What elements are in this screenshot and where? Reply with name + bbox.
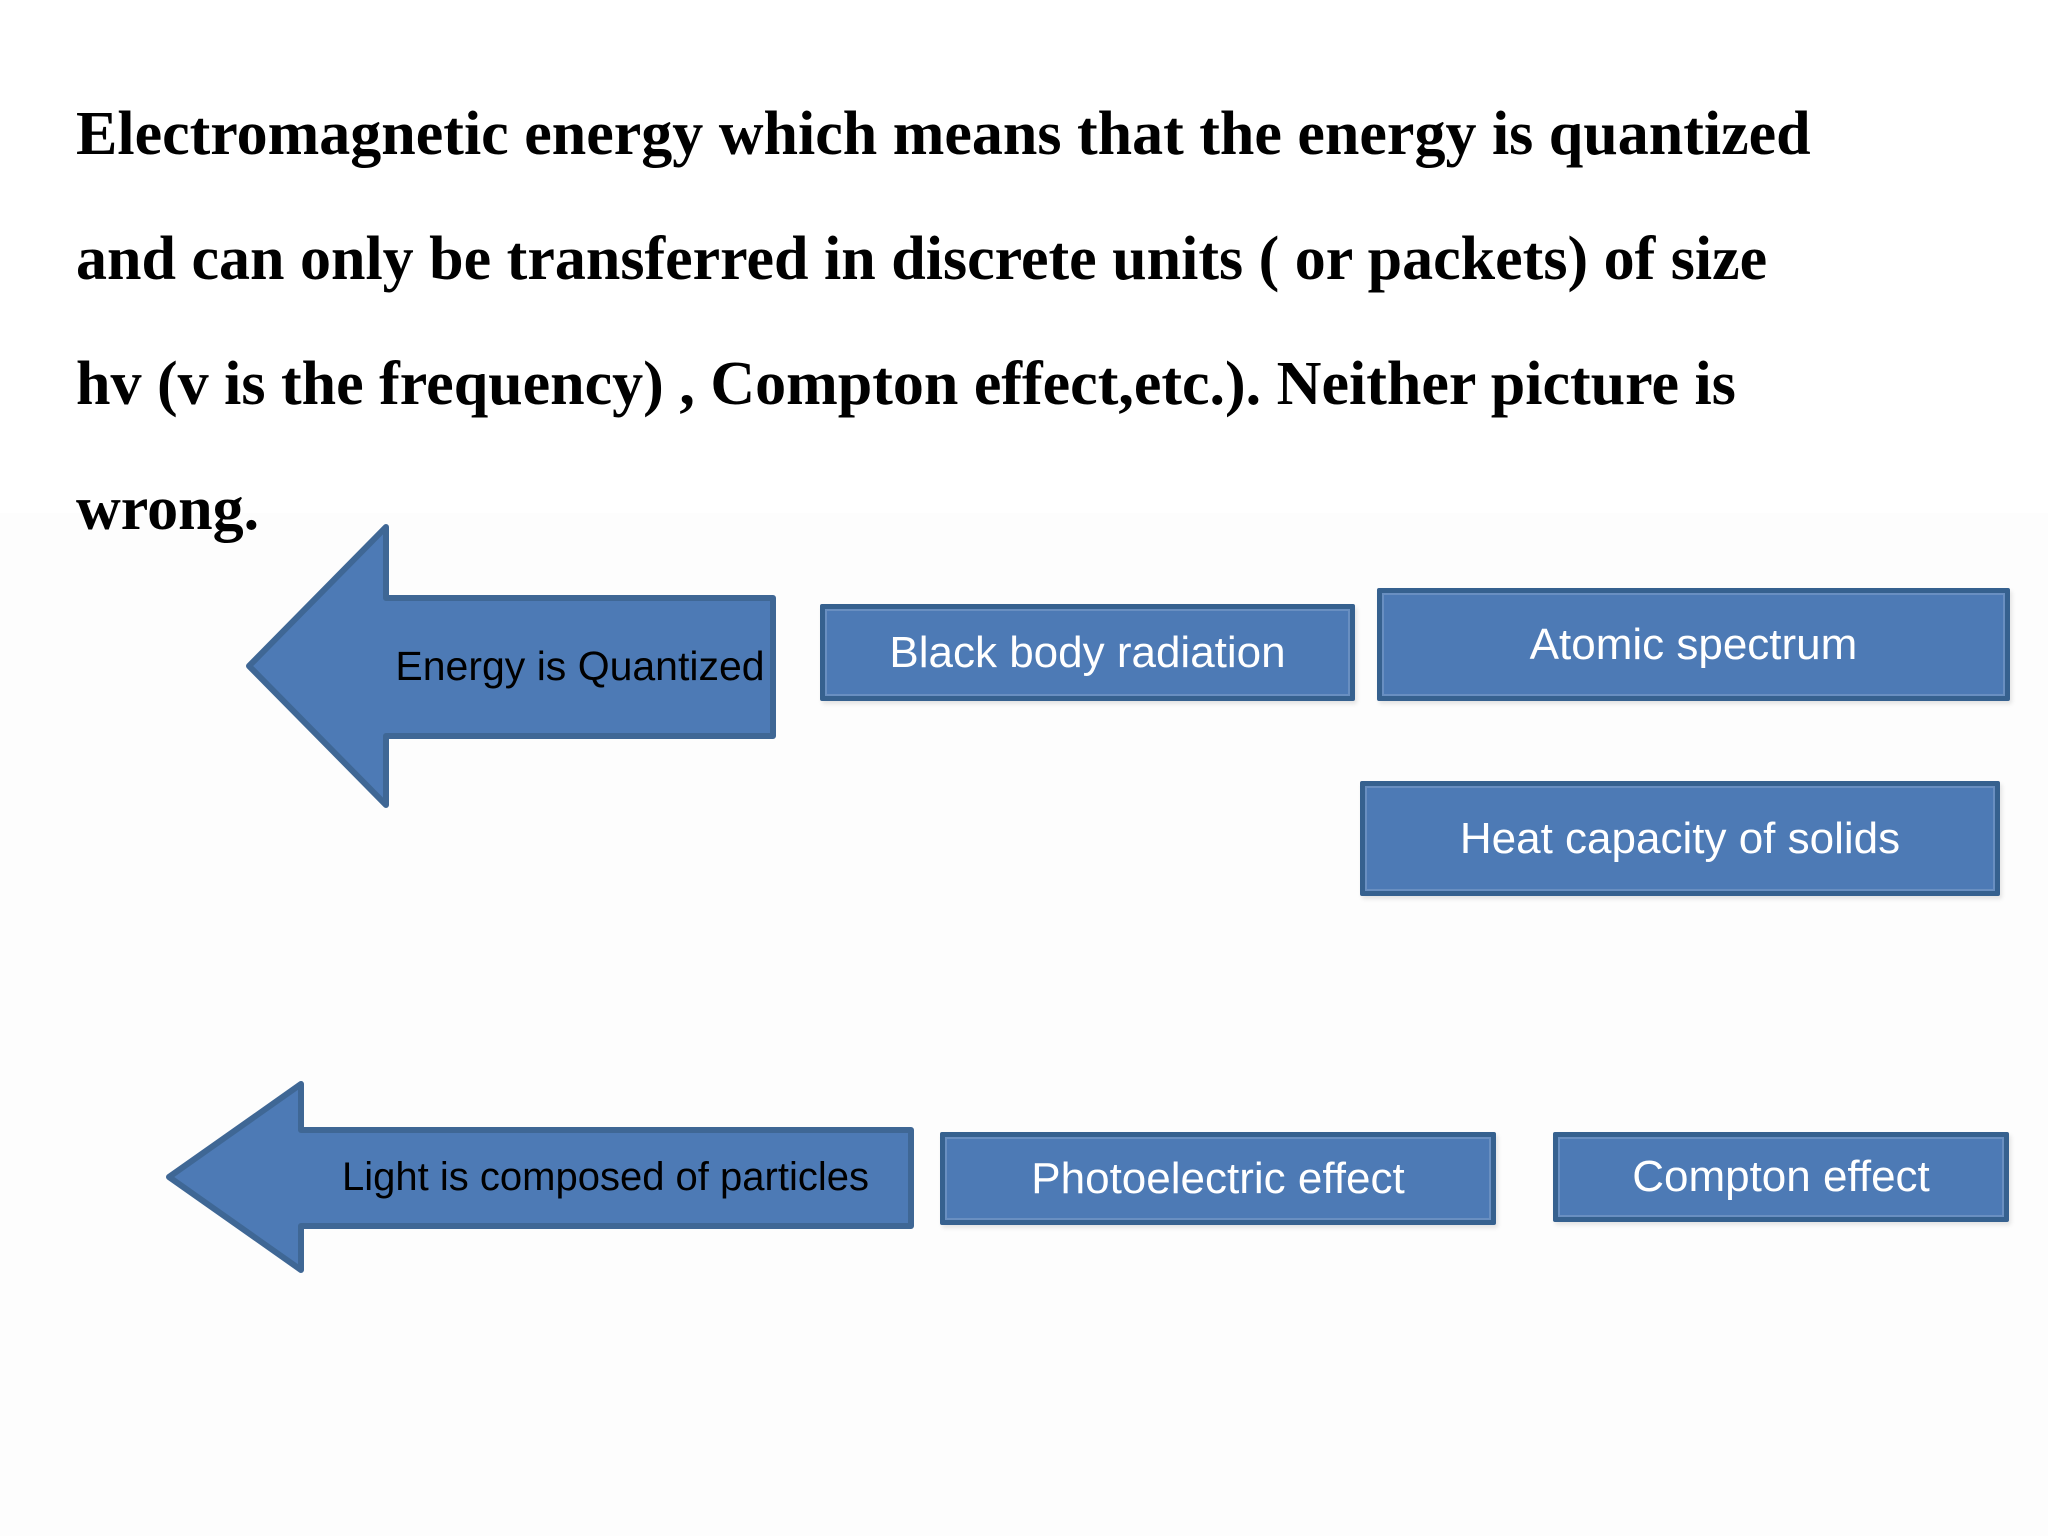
box-label: Compton effect [1632,1152,1930,1201]
left-arrow-shape-light [166,1081,914,1273]
paragraph-line: wrong. [76,475,260,543]
left-arrow-shape-energy [246,524,776,808]
box-label: Atomic spectrum [1529,619,1858,669]
box-photoelectric-effect: Photoelectric effect [940,1132,1496,1225]
slide-paragraph: Electromagnetic energy which means that … [76,72,2006,572]
box-black-body-radiation: Black body radiation [820,604,1355,701]
left-arrow-polygon [166,1081,914,1273]
box-compton-effect: Compton effect [1553,1132,2009,1222]
arrow-label-light-particles: Light is composed of particles [342,1155,869,1199]
paragraph-line: Electromagnetic energy which means that … [76,100,1811,168]
left-arrow-polygon [246,524,776,808]
box-atomic-spectrum: Atomic spectrum [1377,588,2010,701]
box-label: Black body radiation [889,627,1286,677]
paragraph-line: hv (v is the frequency) , Compton effect… [76,350,1736,418]
box-label: Heat capacity of solids [1459,813,1901,863]
box-label: Photoelectric effect [1031,1153,1405,1203]
paragraph-line: and can only be transferred in discrete … [76,225,1768,293]
arrow-label-energy-quantized: Energy is Quantized [395,642,765,689]
box-heat-capacity-of-solids: Heat capacity of solids [1360,781,2000,896]
